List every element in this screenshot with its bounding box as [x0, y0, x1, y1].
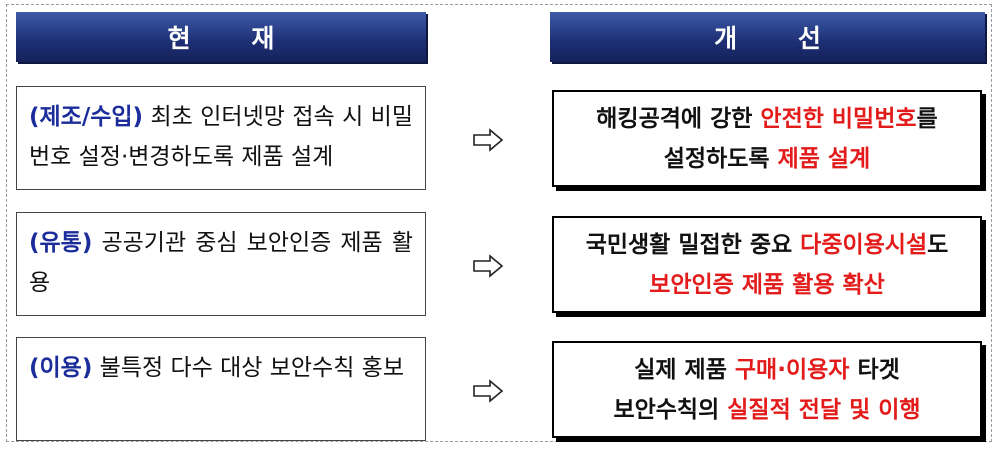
- highlight-text: 제품 설계: [777, 145, 871, 172]
- improved-line-2: 보안수칙의 실질적 전달 및 이행: [613, 390, 920, 430]
- plain-text: 타겟: [849, 356, 900, 383]
- category-tag: (제조/수입): [29, 104, 144, 130]
- current-box-distribution: (유통) 공공기관 중심 보안인증 제품 활용: [16, 212, 426, 316]
- current-box-manufacturing: (제조/수입) 최초 인터넷망 접속 시 비밀번호 설정·변경하도록 제품 설계: [16, 86, 426, 190]
- current-box-usage: (이용) 불특정 다수 대상 보안수칙 홍보: [16, 337, 426, 441]
- dashed-frame: [6, 4, 992, 442]
- plain-text: 해킹공격에 강한: [596, 105, 761, 132]
- improved-line-2: 설정하도록 제품 설계: [664, 139, 870, 179]
- header-current: 현 재: [16, 12, 426, 62]
- improved-line-2: 보안인증 제품 활용 확산: [649, 265, 885, 305]
- highlight-text: 구매·이용자: [734, 356, 850, 383]
- current-text: 공공기관 중심 보안인증 제품 활용: [29, 230, 413, 296]
- current-text: 최초 인터넷망 접속 시 비밀번호 설정·변경하도록 제품 설계: [29, 104, 413, 170]
- current-text: 불특정 다수 대상 보안수칙 홍보: [92, 355, 404, 381]
- plain-text: 를: [916, 105, 938, 132]
- improved-line-1: 국민생활 밀접한 중요 다중이용시설도: [586, 225, 949, 265]
- highlight-text: 다중이용시설: [800, 231, 928, 258]
- header-improved: 개 선: [550, 12, 985, 62]
- plain-text: 실제 제품: [634, 356, 735, 383]
- improved-box-manufacturing: 해킹공격에 강한 안전한 비밀번호를 설정하도록 제품 설계: [552, 90, 982, 187]
- hollow-right-arrow-icon: [473, 254, 504, 278]
- hollow-right-arrow-icon: [473, 379, 504, 403]
- hollow-right-arrow-icon: [473, 128, 504, 152]
- plain-text: 국민생활 밀접한 중요: [585, 231, 801, 258]
- plain-text: 설정하도록: [663, 145, 778, 172]
- plain-text: 보안수칙의: [613, 396, 728, 423]
- improved-box-distribution: 국민생활 밀접한 중요 다중이용시설도 보안인증 제품 활용 확산: [552, 216, 982, 313]
- improved-line-1: 해킹공격에 강한 안전한 비밀번호를: [596, 99, 937, 139]
- improved-box-usage: 실제 제품 구매·이용자 타겟 보안수칙의 실질적 전달 및 이행: [552, 341, 982, 438]
- improved-line-1: 실제 제품 구매·이용자 타겟: [634, 350, 900, 390]
- highlight-text: 안전한 비밀번호: [760, 105, 917, 132]
- category-tag: (유통): [29, 230, 93, 256]
- plain-text: 도: [927, 231, 949, 258]
- highlight-text: 실질적 전달 및 이행: [727, 396, 921, 423]
- category-tag: (이용): [29, 355, 93, 381]
- highlight-text: 보안인증 제품 활용 확산: [649, 271, 885, 298]
